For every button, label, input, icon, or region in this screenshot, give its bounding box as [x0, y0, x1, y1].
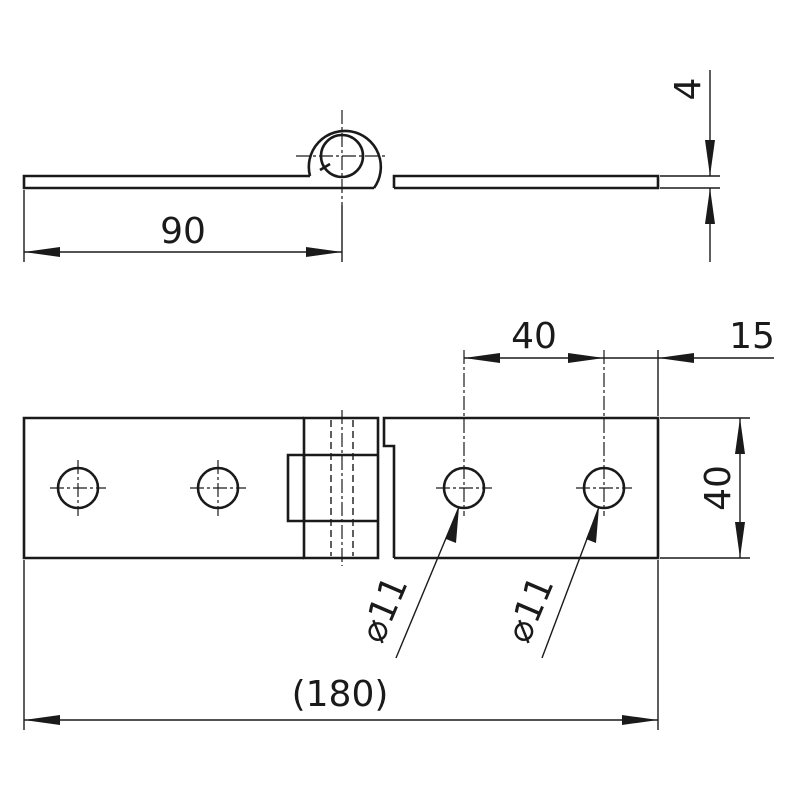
- plan-view: [22, 350, 660, 566]
- arrow-180-left: [24, 715, 60, 725]
- arrow-4-up: [705, 188, 715, 224]
- side-right-leaf: [392, 174, 660, 190]
- dim-text-180: (180): [292, 674, 389, 715]
- dim-text-diameter-1: ⌀11: [352, 570, 416, 648]
- dimension-thickness: 4: [660, 70, 720, 262]
- arrow-180-right: [622, 715, 658, 725]
- arrow-width-down: [735, 522, 745, 558]
- side-knuckle-join: [319, 162, 331, 172]
- arrow-90-left: [24, 247, 60, 257]
- leader-hole-diameter-2: ⌀11: [498, 506, 600, 659]
- side-knuckle-outer: [307, 129, 383, 189]
- plan-knuckle-slot: [286, 453, 378, 523]
- dimension-edge-offset: 15: [604, 316, 775, 363]
- dimension-overall-length: (180): [23, 560, 659, 730]
- arrow-90-right: [306, 247, 342, 257]
- side-left-leaf: [22, 174, 374, 190]
- leader-hole-diameter-1: ⌀11: [352, 506, 460, 659]
- hole-2: [190, 460, 246, 516]
- hole-1: [50, 460, 106, 516]
- arrow-40-left: [464, 353, 500, 363]
- plan-right-leaf: [382, 416, 660, 560]
- leader-line-1: [395, 506, 460, 659]
- side-view: [22, 110, 660, 205]
- dim-text-diameter-2: ⌀11: [498, 570, 562, 648]
- leader-arrow-1: [446, 507, 459, 543]
- dimension-width: 40: [660, 417, 750, 559]
- plan-knuckle-outline: [302, 416, 380, 560]
- arrow-width-up: [735, 418, 745, 454]
- dim-text-40-width: 40: [698, 465, 739, 511]
- dim-text-4: 4: [668, 78, 709, 101]
- arrow-15-right: [658, 353, 694, 363]
- hole-4: [576, 350, 632, 516]
- dimension-leaf-length: 90: [23, 190, 343, 262]
- dim-text-15: 15: [729, 316, 775, 357]
- dim-text-90: 90: [160, 211, 206, 252]
- plan-left-leaf: [22, 416, 304, 560]
- dim-text-40-pitch: 40: [511, 316, 557, 357]
- arrow-4-down: [705, 140, 715, 176]
- arrow-40-right: [568, 353, 604, 363]
- dimension-hole-pitch: 40: [464, 316, 659, 416]
- hole-3: [436, 350, 492, 516]
- leader-arrow-2: [586, 507, 599, 543]
